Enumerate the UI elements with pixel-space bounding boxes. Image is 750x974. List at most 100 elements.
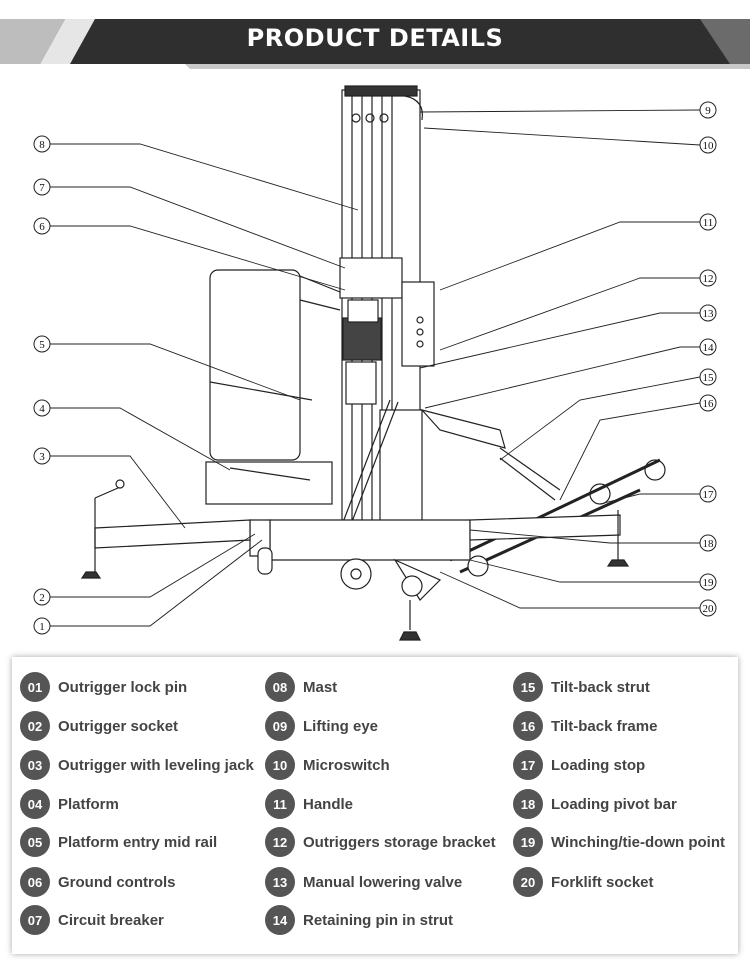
callout-10: 10: [699, 136, 717, 154]
svg-text:1: 1: [39, 621, 45, 633]
item-number-badge: 04: [20, 789, 50, 819]
legend-item: 14 Retaining pin in strut: [265, 904, 453, 936]
callout-6: 6: [33, 217, 51, 235]
legend-item: 08 Mast: [265, 671, 337, 703]
svg-text:20: 20: [703, 603, 715, 615]
item-label: Winching/tie-down point: [551, 833, 725, 851]
item-number-badge: 06: [20, 867, 50, 897]
svg-text:7: 7: [39, 182, 45, 194]
callout-3: 3: [33, 447, 51, 465]
legend-item: 02 Outrigger socket: [20, 710, 178, 742]
callout-12: 12: [699, 269, 717, 287]
item-label: Handle: [303, 795, 354, 813]
item-label: Platform entry mid rail: [58, 833, 218, 851]
item-number-badge: 03: [20, 750, 50, 780]
item-number-badge: 05: [20, 827, 50, 857]
item-label: Manual lowering valve: [303, 873, 463, 891]
legend-item: 03 Outrigger with leveling jack: [20, 749, 254, 781]
svg-text:19: 19: [703, 577, 715, 589]
item-label: Ground controls: [58, 873, 176, 891]
legend-item: 15 Tilt-back strut: [513, 671, 650, 703]
callout-4: 4: [33, 399, 51, 417]
legend-item: 07 Circuit breaker: [20, 904, 164, 936]
item-label: Retaining pin in strut: [303, 911, 453, 929]
banner-background: [0, 19, 750, 69]
callout-20: 20: [699, 599, 717, 617]
leader-lines: [50, 109, 701, 627]
item-label: Outriggers storage bracket: [303, 833, 496, 851]
callout-8: 8: [33, 135, 51, 153]
svg-text:12: 12: [703, 273, 714, 285]
legend-item: 04 Platform: [20, 788, 119, 820]
item-label: Outrigger with leveling jack: [58, 756, 254, 774]
svg-text:6: 6: [39, 221, 45, 233]
legend-item: 01 Outrigger lock pin: [20, 671, 187, 703]
item-label: Loading stop: [551, 756, 646, 774]
page-title: PRODUCT DETAILS: [246, 24, 504, 52]
item-label: Tilt-back strut: [551, 678, 650, 696]
svg-text:2: 2: [39, 592, 45, 604]
callout-19: 19: [699, 573, 717, 591]
legend-item: 17 Loading stop: [513, 749, 645, 781]
svg-text:18: 18: [703, 538, 715, 550]
item-number-badge: 18: [513, 789, 543, 819]
legend-item: 20 Forklift socket: [513, 866, 654, 898]
callout-11: 11: [699, 213, 717, 231]
header-banner: PRODUCT DETAILS: [0, 0, 750, 78]
svg-text:8: 8: [39, 139, 45, 151]
callout-1: 1: [33, 617, 51, 635]
legend-item: 12 Outriggers storage bracket: [265, 826, 496, 858]
item-number-badge: 12: [265, 827, 295, 857]
item-number-badge: 19: [513, 827, 543, 857]
item-number-badge: 09: [265, 711, 295, 741]
item-number-badge: 17: [513, 750, 543, 780]
svg-text:9: 9: [705, 105, 711, 117]
item-label: Circuit breaker: [58, 911, 164, 929]
svg-text:10: 10: [703, 140, 715, 152]
item-label: Tilt-back frame: [551, 717, 658, 735]
legend-item: 06 Ground controls: [20, 866, 176, 898]
callout-markers: 1 2 3 4 5 6 7 8 9 10 11 12 13 14 15 16 1…: [33, 101, 717, 635]
svg-text:15: 15: [703, 372, 715, 384]
item-label: Platform: [58, 795, 119, 813]
item-label: Lifting eye: [303, 717, 379, 735]
callout-15: 15: [699, 368, 717, 386]
item-number-badge: 15: [513, 672, 543, 702]
svg-text:5: 5: [39, 339, 45, 351]
callout-17: 17: [699, 485, 717, 503]
item-label: Outrigger socket: [58, 717, 179, 735]
item-number-badge: 08: [265, 672, 295, 702]
svg-text:14: 14: [703, 342, 715, 354]
legend-item: 16 Tilt-back frame: [513, 710, 657, 742]
callout-13: 13: [699, 304, 717, 322]
svg-text:13: 13: [703, 308, 715, 320]
callout-14: 14: [699, 338, 717, 356]
svg-text:11: 11: [703, 217, 714, 229]
item-number-badge: 16: [513, 711, 543, 741]
item-number-badge: 20: [513, 867, 543, 897]
svg-text:4: 4: [39, 403, 45, 415]
callout-9: 9: [699, 101, 717, 119]
callout-5: 5: [33, 335, 51, 353]
callout-7: 7: [33, 178, 51, 196]
item-number-badge: 14: [265, 905, 295, 935]
legend-item: 09 Lifting eye: [265, 710, 378, 742]
item-label: Microswitch: [303, 756, 390, 774]
item-label: Mast: [303, 678, 338, 696]
svg-text:16: 16: [703, 398, 715, 410]
svg-text:3: 3: [39, 451, 45, 463]
item-number-badge: 07: [20, 905, 50, 935]
machine-drawing: [80, 85, 666, 641]
item-label: Forklift socket: [551, 873, 654, 891]
lift-diagram: 1 2 3 4 5 6 7 8 9 10 11 12 13 14 15 16 1…: [33, 85, 717, 641]
item-number-badge: 13: [265, 867, 295, 897]
item-number-badge: 01: [20, 672, 50, 702]
item-number-badge: 02: [20, 711, 50, 741]
svg-text:17: 17: [703, 489, 715, 501]
item-label: Outrigger lock pin: [58, 678, 188, 696]
legend-item: 05 Platform entry mid rail: [20, 826, 217, 858]
